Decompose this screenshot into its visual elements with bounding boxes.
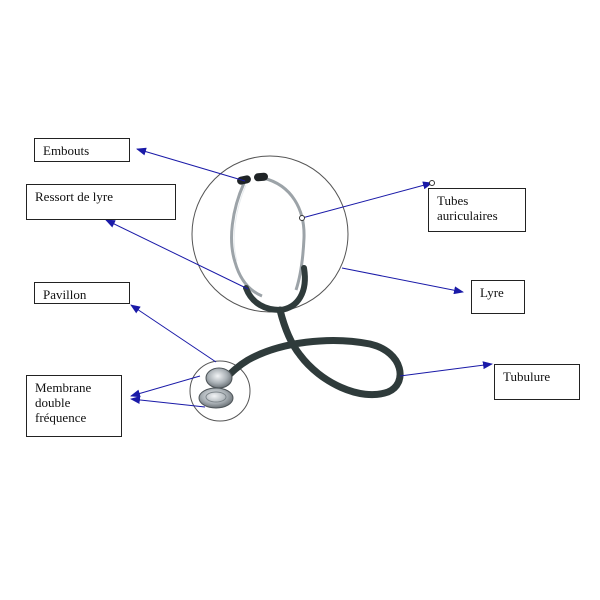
- label-membrane-double-frequence: Membrane double fréquence: [26, 375, 122, 437]
- chestpiece-diaphragm: [198, 387, 234, 409]
- label-tubes-auriculaires: Tubes auriculaires: [428, 188, 526, 232]
- label-lyre: Lyre: [471, 280, 525, 314]
- arrow-embouts: [136, 147, 246, 182]
- label-embouts: Embouts: [34, 138, 130, 162]
- arrow-lyre: [341, 267, 464, 295]
- arrow-membrane-top: [130, 375, 201, 398]
- lyre-rubber-right: [277, 265, 308, 313]
- chestpiece-highlight-circle: [189, 360, 251, 422]
- tubes-end-dot: [429, 180, 435, 186]
- arrow-membrane-bottom: [130, 395, 206, 408]
- main-tubing: [222, 306, 404, 399]
- ear-tip-left: [237, 175, 251, 185]
- ear-tip-right: [254, 172, 268, 182]
- chestpiece-bell: [205, 367, 233, 389]
- arrow-pavillon: [130, 304, 217, 363]
- arrow-tubes: [301, 181, 433, 219]
- left-binaural-tube: [230, 182, 263, 298]
- left-binaural-highlight: [233, 184, 247, 262]
- chestpiece-diaphragm-rim: [205, 391, 227, 403]
- lyre-highlight-circle: [191, 155, 349, 313]
- right-binaural-tube: [262, 176, 306, 291]
- label-pavillon: Pavillon: [34, 282, 130, 304]
- label-tubulure: Tubulure: [494, 364, 580, 400]
- arrow-ressort: [105, 219, 249, 290]
- lyre-rubber-left: [243, 285, 283, 313]
- arrow-tubulure: [399, 361, 493, 377]
- tubes-anchor-dot: [299, 215, 305, 221]
- label-ressort-de-lyre: Ressort de lyre: [26, 184, 176, 220]
